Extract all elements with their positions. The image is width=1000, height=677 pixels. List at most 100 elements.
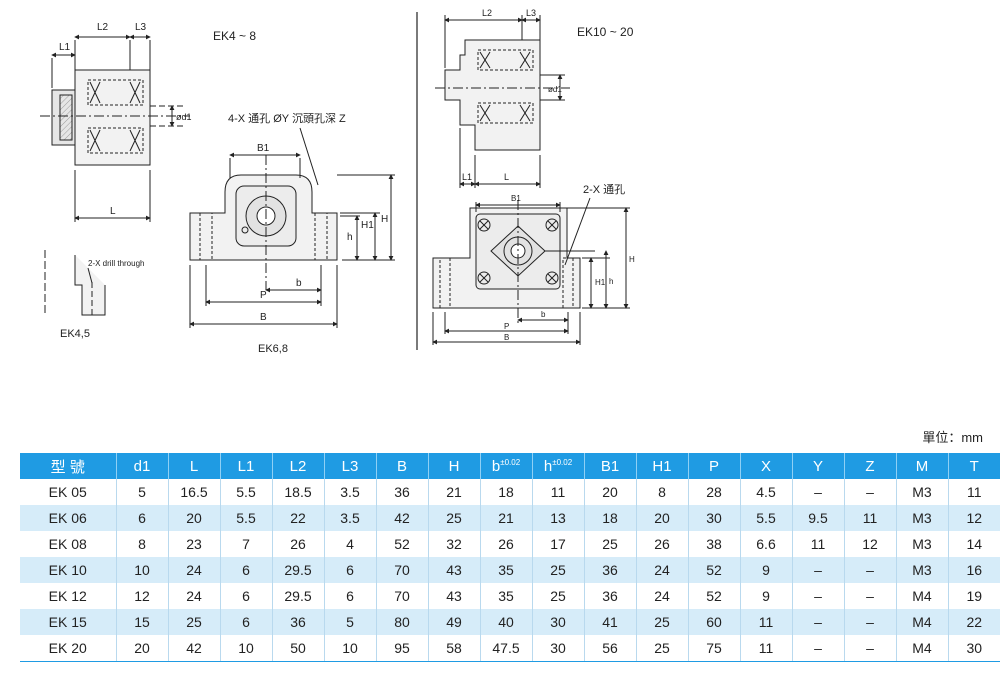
value-cell: 9 bbox=[739, 583, 792, 609]
dim-d1-label: ød1 bbox=[176, 112, 192, 122]
value-cell: 16.5 bbox=[167, 479, 220, 505]
unit-label: 單位：mm bbox=[922, 430, 983, 445]
ek6-8-p-label: P bbox=[260, 290, 267, 301]
value-cell: 25 bbox=[635, 635, 688, 662]
value-cell: – bbox=[843, 635, 896, 662]
ek4-8-side-view bbox=[40, 34, 190, 222]
model-cell: EK 12 bbox=[48, 588, 87, 604]
value-cell: 30 bbox=[531, 635, 584, 662]
value-cell: 5 bbox=[115, 479, 168, 505]
value-cell: 36 bbox=[271, 609, 324, 635]
ek10-20-l3-label: L3 bbox=[526, 8, 536, 18]
value-cell: 25 bbox=[531, 557, 584, 583]
column-header: M bbox=[895, 453, 948, 479]
value-cell: 10 bbox=[115, 557, 168, 583]
value-cell: 4 bbox=[323, 531, 376, 557]
value-cell: M3 bbox=[895, 505, 948, 531]
value-cell: 25 bbox=[531, 583, 584, 609]
value-cell: 29.5 bbox=[271, 557, 324, 583]
model-cell: EK 15 bbox=[20, 609, 116, 635]
value-cell: – bbox=[791, 635, 844, 662]
ek10-20-front-view bbox=[432, 197, 630, 345]
column-header: L bbox=[167, 453, 220, 479]
value-cell: – bbox=[843, 479, 896, 505]
ek10-20-h1-label: H1 bbox=[595, 278, 606, 287]
value-cell: 15 bbox=[115, 609, 168, 635]
model-cell: EK 06 bbox=[20, 505, 116, 531]
value-cell: – bbox=[791, 609, 844, 635]
ek4-5-note: 2-X drill through bbox=[88, 259, 144, 268]
value-cell: 20 bbox=[167, 505, 220, 531]
value-cell: 95 bbox=[375, 635, 428, 662]
value-cell: 26 bbox=[635, 531, 688, 557]
model-cell: EK 05 bbox=[48, 484, 87, 500]
value-cell: 25 bbox=[635, 609, 688, 635]
value-cell: 12 bbox=[115, 583, 168, 609]
column-header: P bbox=[687, 453, 740, 479]
value-cell: 19 bbox=[947, 583, 1000, 609]
value-cell: 12 bbox=[843, 531, 896, 557]
column-header: B1 bbox=[583, 453, 636, 479]
dim-l3-label: L3 bbox=[135, 22, 147, 33]
value-cell: – bbox=[843, 557, 896, 583]
ek10-20-p-label: P bbox=[504, 322, 509, 331]
ek10-20-l-label: L bbox=[504, 172, 509, 182]
ek6-8-h1-label: H1 bbox=[361, 220, 374, 231]
value-cell: 20 bbox=[583, 479, 636, 505]
value-cell: 6 bbox=[219, 583, 272, 609]
value-cell: 70 bbox=[375, 583, 428, 609]
value-cell: 6.6 bbox=[739, 531, 792, 557]
value-cell: 7 bbox=[219, 531, 272, 557]
ek10-20-b-label: b bbox=[541, 310, 546, 319]
value-cell: 25 bbox=[427, 505, 480, 531]
value-cell: 17 bbox=[531, 531, 584, 557]
value-cell: 25 bbox=[583, 531, 636, 557]
value-cell: 8 bbox=[115, 531, 168, 557]
value-cell: 11 bbox=[739, 609, 792, 635]
value-cell: 42 bbox=[167, 635, 220, 662]
dim-l1-label: L1 bbox=[59, 42, 71, 53]
value-cell: 49 bbox=[427, 609, 480, 635]
value-cell: 5 bbox=[323, 609, 376, 635]
value-cell: 26 bbox=[271, 531, 324, 557]
value-cell: M3 bbox=[895, 479, 948, 505]
value-cell: 21 bbox=[479, 505, 532, 531]
value-cell: 5.5 bbox=[739, 505, 792, 531]
value-cell: – bbox=[791, 583, 844, 609]
value-cell: – bbox=[791, 557, 844, 583]
value-cell: 6 bbox=[219, 609, 272, 635]
ek6-8-caption: EK6,8 bbox=[258, 343, 288, 355]
column-header: Y bbox=[791, 453, 844, 479]
ek10-20-side-view bbox=[435, 15, 570, 188]
ek10-20-bbig-label: B bbox=[504, 333, 509, 342]
ek10-20-l2-label: L2 bbox=[482, 8, 492, 18]
value-cell: 25 bbox=[167, 609, 220, 635]
model-cell: EK 10 bbox=[20, 557, 116, 583]
value-cell: 26 bbox=[479, 531, 532, 557]
value-cell: 6 bbox=[115, 505, 168, 531]
value-cell: 47.5 bbox=[479, 635, 532, 662]
ek4-5-detail-view bbox=[44, 250, 106, 318]
value-cell: 14 bbox=[947, 531, 1000, 557]
value-cell: 18.5 bbox=[271, 479, 324, 505]
column-header: T bbox=[947, 453, 1000, 479]
value-cell: 52 bbox=[687, 557, 740, 583]
ek10-20-l1-label: L1 bbox=[462, 172, 472, 182]
value-cell: 6 bbox=[219, 557, 272, 583]
column-header: Z bbox=[843, 453, 896, 479]
value-cell: 11 bbox=[531, 479, 584, 505]
value-cell: 10 bbox=[323, 635, 376, 662]
value-cell: 11 bbox=[947, 479, 1000, 505]
value-cell: 5.5 bbox=[219, 479, 272, 505]
ek10-20-title: EK10 ~ 20 bbox=[577, 25, 634, 39]
value-cell: M3 bbox=[895, 531, 948, 557]
column-header: H1 bbox=[635, 453, 688, 479]
ek4-5-caption: EK4,5 bbox=[60, 328, 90, 340]
value-cell: 24 bbox=[167, 557, 220, 583]
value-cell: 80 bbox=[375, 609, 428, 635]
ek10-20-hbig-label: H bbox=[629, 255, 635, 264]
